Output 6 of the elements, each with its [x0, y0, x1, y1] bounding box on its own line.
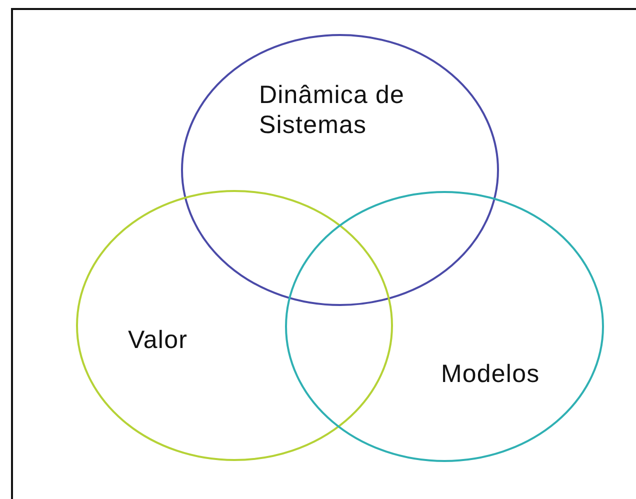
venn-ellipse	[285, 191, 604, 462]
venn-ellipse	[76, 190, 393, 461]
set-label: Modelos	[441, 359, 541, 389]
venn-ellipse	[181, 34, 499, 306]
set-label: Valor	[128, 325, 189, 355]
set-label: Dinâmica de Sistemas	[259, 80, 406, 140]
